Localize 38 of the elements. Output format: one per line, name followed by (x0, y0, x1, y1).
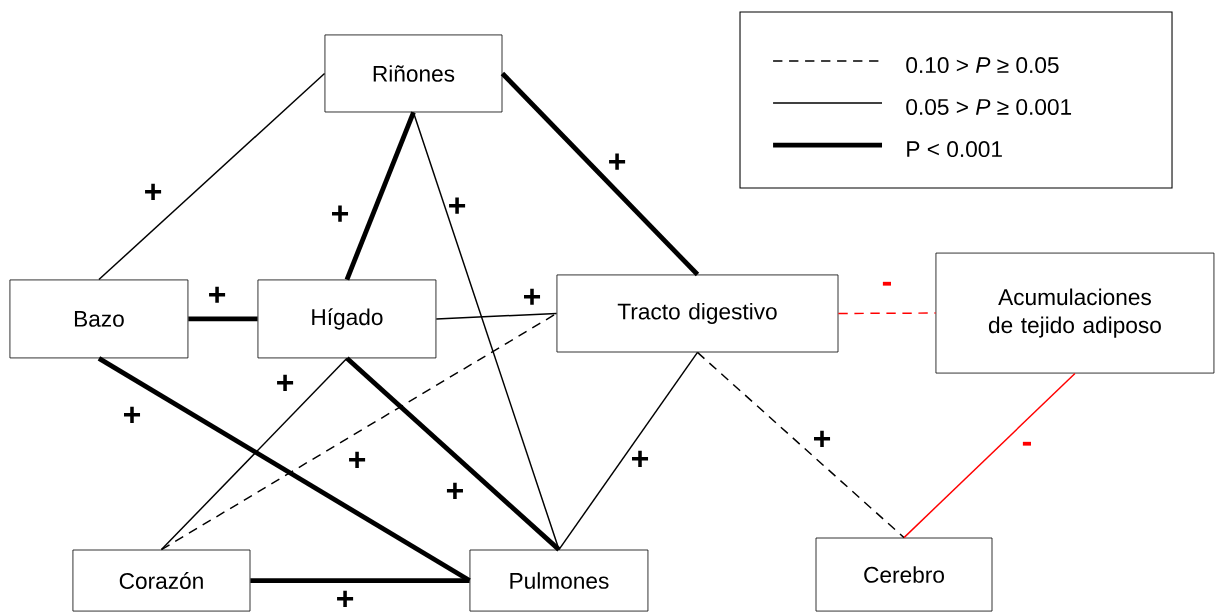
organ-box: Tracto digestivo (556, 274, 839, 353)
sign-label: + (332, 205, 349, 222)
legend-label: P < 0.001 (907, 141, 1002, 158)
organ-box: Cerebro (815, 537, 993, 612)
connector-line (250, 578, 470, 583)
connector-line (558, 351, 699, 551)
connector-line (500, 71, 700, 277)
sign-label: + (632, 450, 649, 467)
sign-label: + (337, 590, 354, 607)
sign-label: + (209, 286, 226, 303)
connector-line (435, 312, 558, 320)
legend-label: 0.10 > P ≥ 0.05 (906, 57, 1059, 74)
connector-line (903, 372, 1076, 539)
legend-label: 0.05 > P ≥ 0.001 (906, 98, 1072, 115)
sign-label: + (524, 288, 541, 305)
sign-label: + (446, 482, 463, 499)
sign-label: - (1022, 441, 1031, 446)
connector-line (98, 72, 326, 281)
sign-label: + (449, 197, 466, 214)
sign-label: + (124, 406, 141, 423)
connector-line (188, 316, 258, 322)
sign-label: + (145, 183, 162, 200)
sign-label: - (882, 281, 891, 286)
connector-line (696, 351, 905, 539)
sign-label: + (609, 153, 626, 170)
organ-box: Bazo (9, 279, 189, 359)
organ-box: Corazón (72, 549, 251, 612)
connector-line (344, 111, 416, 281)
sign-label: + (277, 374, 294, 391)
connector-line (837, 312, 937, 315)
organ-box: Hígado (257, 279, 437, 359)
sign-label: + (814, 430, 831, 447)
connector-line (345, 356, 561, 552)
organ-box: Riñones (324, 34, 503, 113)
connector-line (160, 357, 348, 551)
organ-box: Pulmones (469, 549, 649, 612)
sign-label: + (349, 451, 366, 468)
organ-box: Acumulaciones de tejido adiposo (935, 252, 1215, 374)
